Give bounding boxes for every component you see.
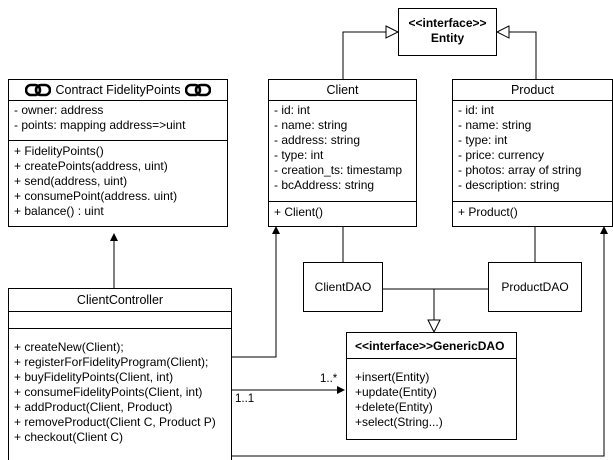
product-methods: + Product()	[453, 202, 612, 227]
clientcontroller-name: ClientController	[9, 289, 231, 312]
method: + registerForFidelityProgram(Client);	[14, 355, 209, 369]
attribute: - price: currency	[458, 148, 545, 162]
clientcontroller-attributes	[9, 311, 231, 329]
method: + Product()	[458, 205, 518, 219]
attribute: - points: mapping address=>uint	[14, 118, 186, 132]
client-attributes: - id: int - name: string - address: stri…	[269, 100, 416, 202]
attribute: - description: string	[458, 178, 560, 192]
method: + consumeFidelityPoints(Client, int)	[14, 385, 203, 399]
clientdao-class[interactable]: ClientDAO	[303, 262, 383, 312]
method: +update(Entity)	[355, 385, 437, 399]
method: + checkout(Client C)	[14, 430, 124, 444]
genericdao-title: <<interface>>GenericDAO	[347, 333, 516, 359]
product-entity-generalization	[509, 31, 537, 79]
multiplicity-target-label: 1..*	[320, 373, 338, 385]
method: + createPoints(address, uint)	[14, 159, 168, 173]
product-class[interactable]: Product - id: int - name: string - type:…	[452, 79, 613, 227]
attribute: - address: string	[274, 133, 361, 147]
attribute: - creation_ts: timestamp	[274, 163, 403, 177]
method: + balance() : uint	[14, 204, 104, 218]
productdao-class[interactable]: ProductDAO	[488, 262, 582, 312]
method: + Client()	[274, 205, 324, 219]
product-attributes: - id: int - name: string - type: int - p…	[453, 100, 612, 202]
attribute: - photos: array of string	[458, 163, 582, 177]
controller-product-arrow	[232, 226, 608, 457]
client-methods: + Client()	[269, 202, 416, 227]
contract-attributes: - owner: address - points: mapping addre…	[9, 100, 227, 141]
method: +delete(Entity)	[355, 400, 433, 414]
attribute: - name: string	[458, 118, 532, 132]
attribute: - id: int	[274, 103, 311, 117]
contract-fidelitypoints-class[interactable]: Contract FidelityPoints - owner: address…	[8, 79, 228, 227]
productdao-name: ProductDAO	[501, 280, 569, 294]
clientcontroller-class[interactable]: ClientController + createNew(Client); + …	[8, 288, 232, 460]
method: + buyFidelityPoints(Client, int)	[14, 370, 174, 384]
chain-link-icon	[25, 83, 52, 97]
client-entity-generalization	[342, 31, 386, 79]
clientcontroller-methods: + createNew(Client); + registerForFideli…	[9, 329, 231, 459]
attribute: - bcAddress: string	[274, 178, 375, 192]
attribute: - type: int	[274, 148, 324, 162]
contract-title: Contract FidelityPoints	[55, 83, 181, 97]
multiplicity-source-label: 1..1	[235, 393, 255, 405]
entity-stereotype: <<interface>>	[408, 16, 487, 30]
method: + removeProduct(Client C, Product P)	[14, 415, 216, 429]
method: + consumePoint(address. uint)	[14, 189, 178, 203]
attribute: - id: int	[458, 103, 495, 117]
contract-methods: + FidelityPoints() + createPoints(addres…	[9, 141, 227, 227]
chain-link-icon	[184, 83, 211, 97]
clientdao-name: ClientDAO	[314, 280, 372, 294]
entity-name: Entity	[430, 31, 465, 45]
product-entity-triangle	[495, 25, 510, 39]
client-name: Client	[269, 80, 416, 101]
method: +insert(Entity)	[355, 370, 430, 384]
entity-interface[interactable]: <<interface>> Entity	[398, 8, 497, 56]
method: + createNew(Client);	[14, 340, 124, 354]
genericdao-triangle	[427, 319, 441, 334]
method: +select(String...)	[355, 415, 443, 429]
client-class[interactable]: Client - id: int - name: string - addres…	[268, 79, 417, 227]
attribute: - name: string	[274, 118, 348, 132]
contract-header: Contract FidelityPoints	[9, 80, 227, 101]
method: + addProduct(Client, Product)	[14, 400, 173, 414]
method: + FidelityPoints()	[14, 144, 104, 158]
genericdao-methods: +insert(Entity) +update(Entity) +delete(…	[347, 358, 516, 440]
product-name: Product	[453, 80, 612, 101]
client-entity-triangle	[385, 25, 400, 39]
genericdao-interface[interactable]: <<interface>>GenericDAO +insert(Entity) …	[346, 332, 517, 440]
controller-client-arrow	[232, 226, 280, 358]
attribute: - owner: address	[14, 103, 104, 117]
method: + send(address, uint)	[14, 174, 128, 188]
attribute: - type: int	[458, 133, 508, 147]
